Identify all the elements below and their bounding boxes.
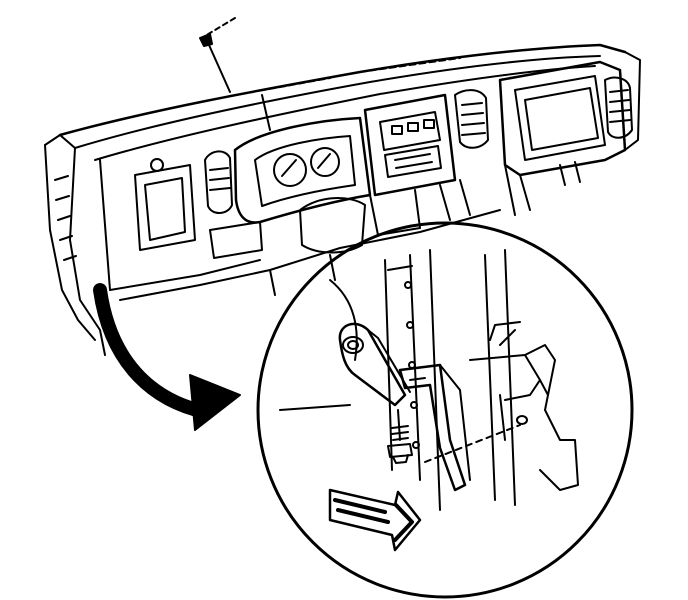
instrument-panel [44,43,641,356]
bolt [387,409,413,464]
direction-arrow [328,488,422,552]
callout-arrow [93,283,241,431]
detail-callout-circle [256,221,634,599]
mounting-bracket [338,322,471,492]
detail-view [279,249,579,552]
leader-line [199,17,271,131]
